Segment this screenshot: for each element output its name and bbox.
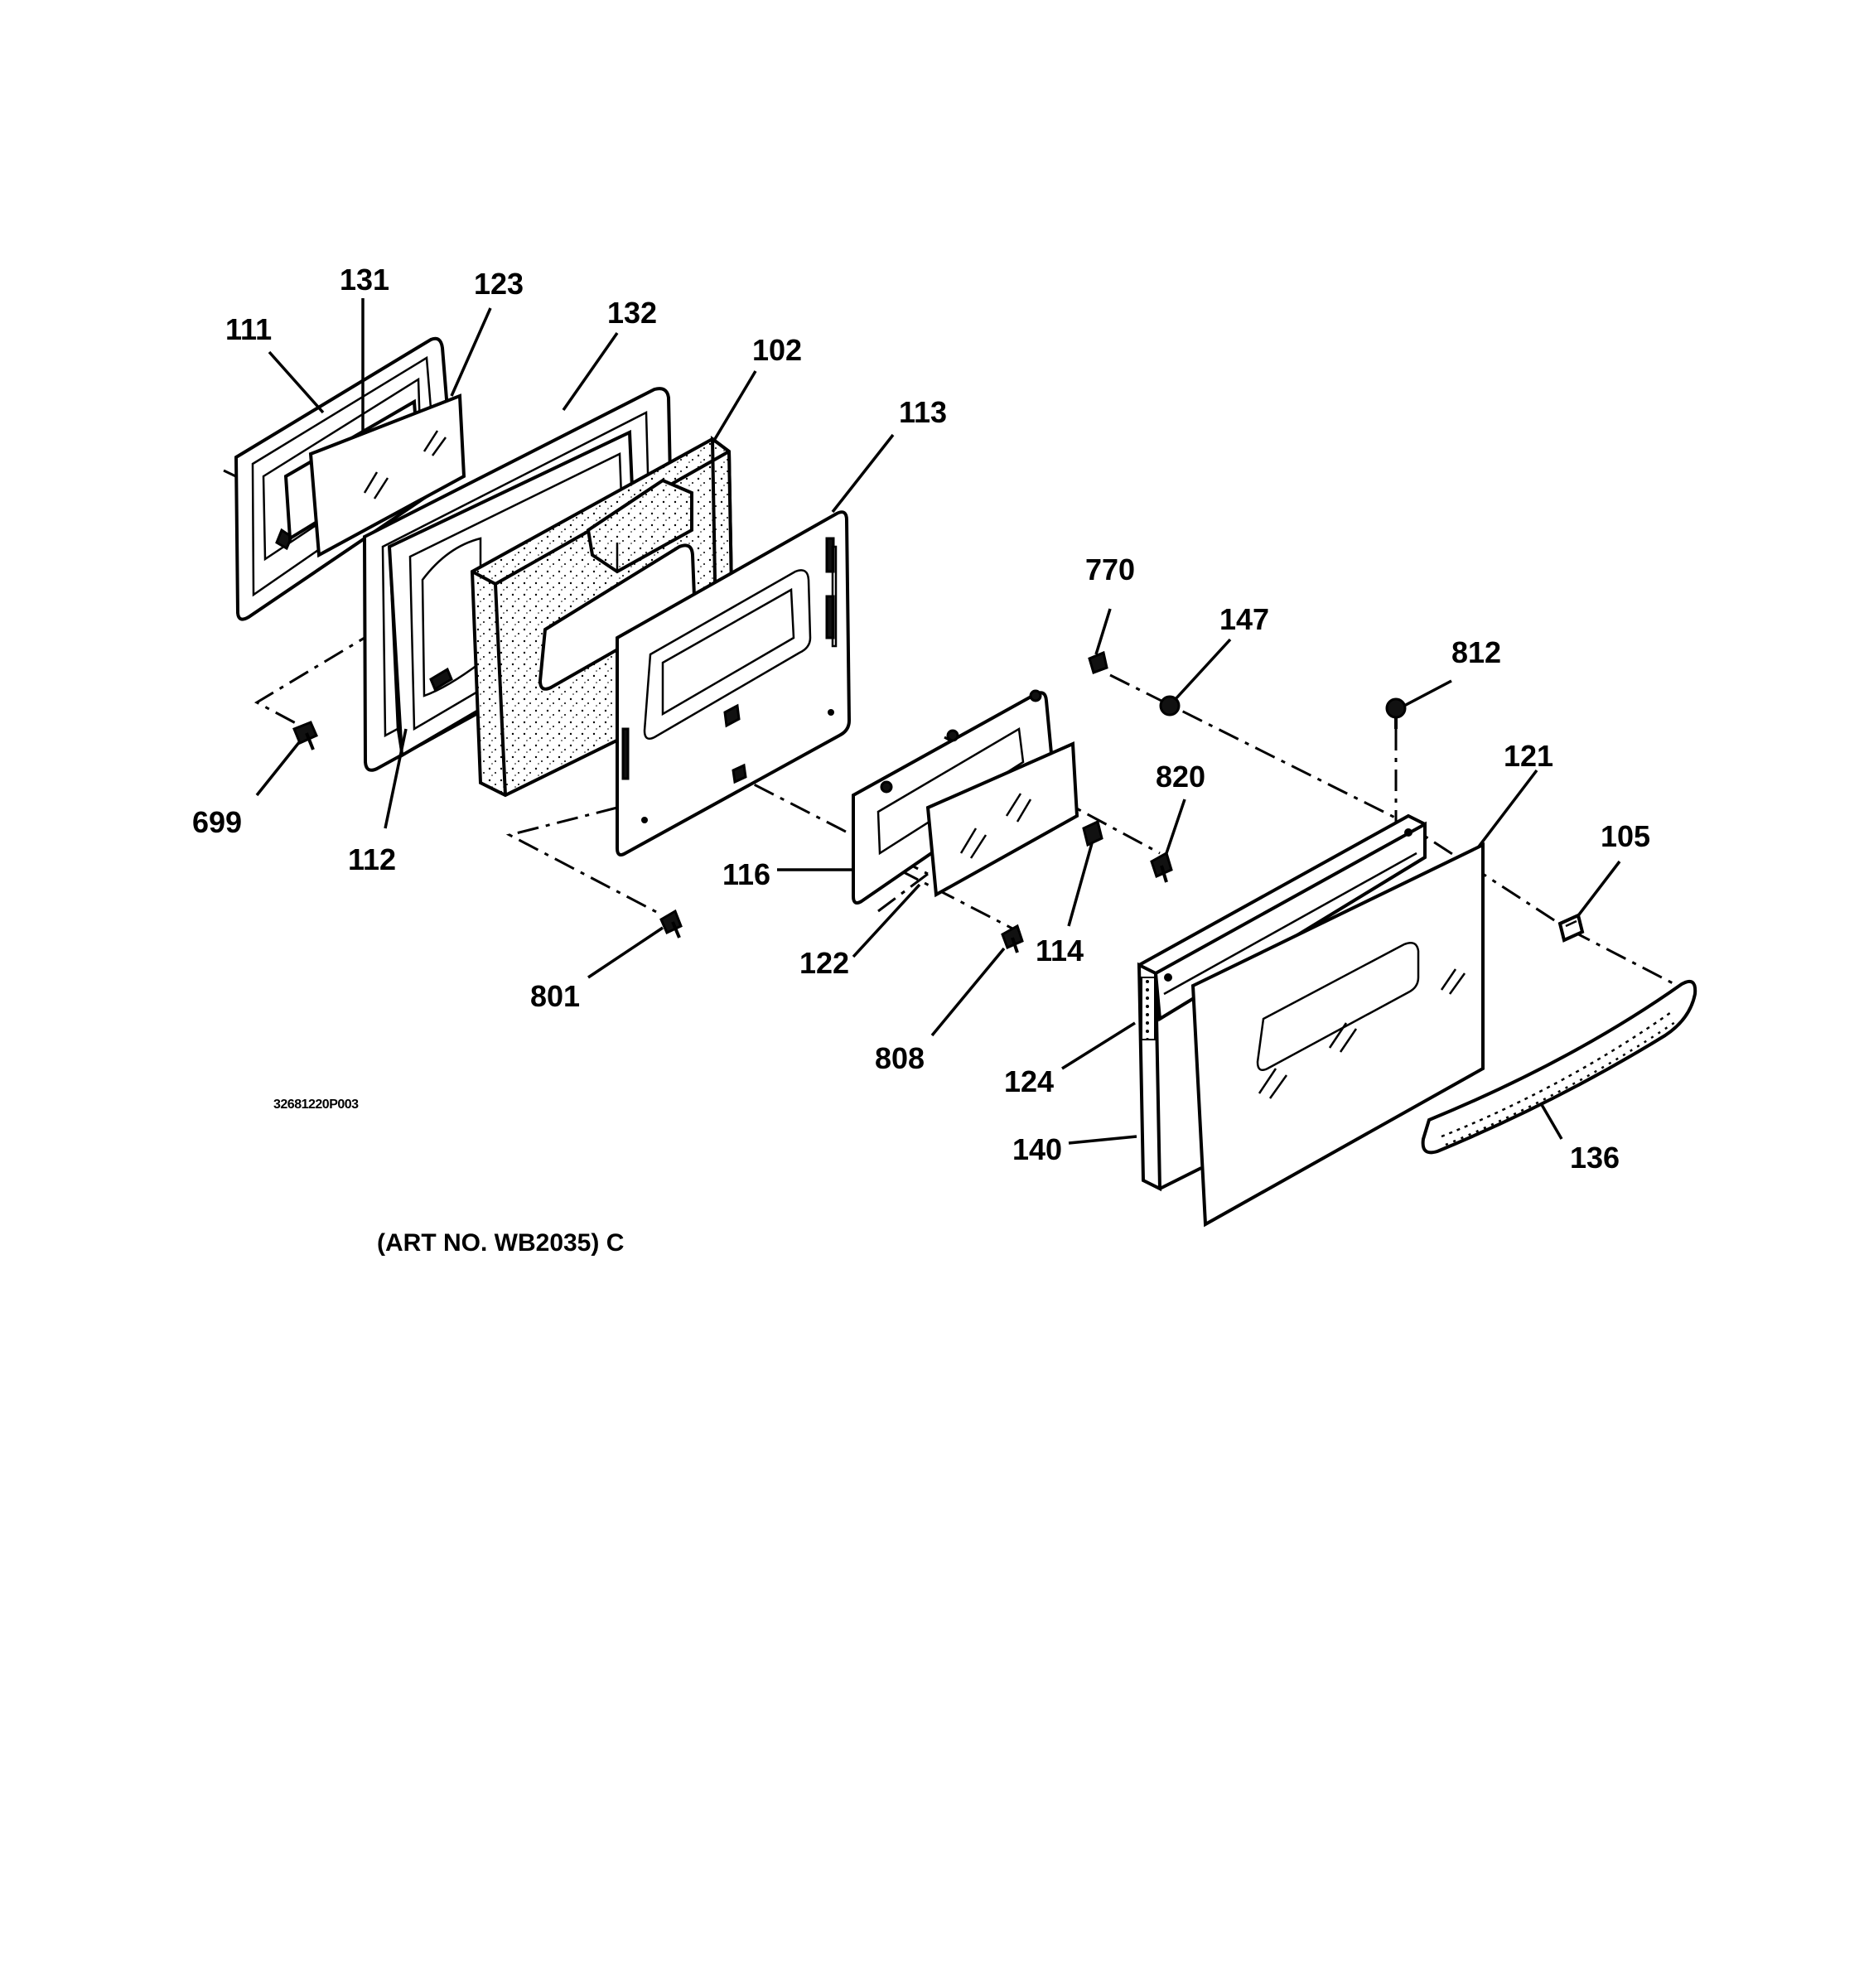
callout-132: 132 (607, 296, 657, 330)
callout-131: 131 (340, 263, 389, 297)
fastener-812 (1385, 697, 1407, 729)
callout-114: 114 (1036, 934, 1084, 967)
callout-820: 820 (1156, 760, 1205, 794)
callout-808: 808 (875, 1041, 925, 1075)
callout-770: 770 (1085, 552, 1135, 586)
callout-140: 140 (1012, 1132, 1062, 1166)
callout-699: 699 (192, 805, 242, 839)
callout-147: 147 (1219, 602, 1269, 636)
callout-123: 123 (474, 267, 524, 301)
part-123-window-glass (308, 393, 466, 558)
leader-lines (255, 298, 1621, 1145)
part-121-outer-glass (1190, 842, 1485, 1228)
fastener-820 (1150, 851, 1173, 883)
art-number-caption: (ART NO. WB2035) C (377, 1229, 624, 1257)
fastener-808 (1001, 924, 1024, 953)
fastener-801 (659, 909, 683, 939)
part-122-window-glass (925, 741, 1079, 898)
callout-113: 113 (899, 395, 947, 429)
spacer-147 (1159, 695, 1181, 717)
bracket-105 (1557, 913, 1585, 943)
callout-124: 124 (1004, 1064, 1054, 1098)
callout-112: 112 (348, 842, 396, 876)
callout-labels: 111 131 123 132 102 113 699 112 801 116 … (192, 263, 1650, 1175)
fastener-114-clip (1082, 819, 1103, 847)
callout-105: 105 (1601, 819, 1650, 853)
callout-136: 136 (1570, 1141, 1620, 1175)
callout-111: 111 (225, 312, 272, 346)
callout-122: 122 (799, 946, 849, 980)
callout-801: 801 (530, 979, 580, 1013)
drawing-number: 32681220P003 (273, 1098, 359, 1112)
callout-121: 121 (1504, 739, 1553, 773)
part-136-door-handle (1421, 980, 1697, 1155)
fastener-770 (1088, 650, 1108, 674)
part-113-door-panel (616, 510, 852, 856)
callout-812: 812 (1451, 635, 1501, 669)
fastener-699 (292, 721, 318, 750)
callout-102: 102 (752, 333, 802, 367)
callout-116: 116 (722, 857, 770, 891)
